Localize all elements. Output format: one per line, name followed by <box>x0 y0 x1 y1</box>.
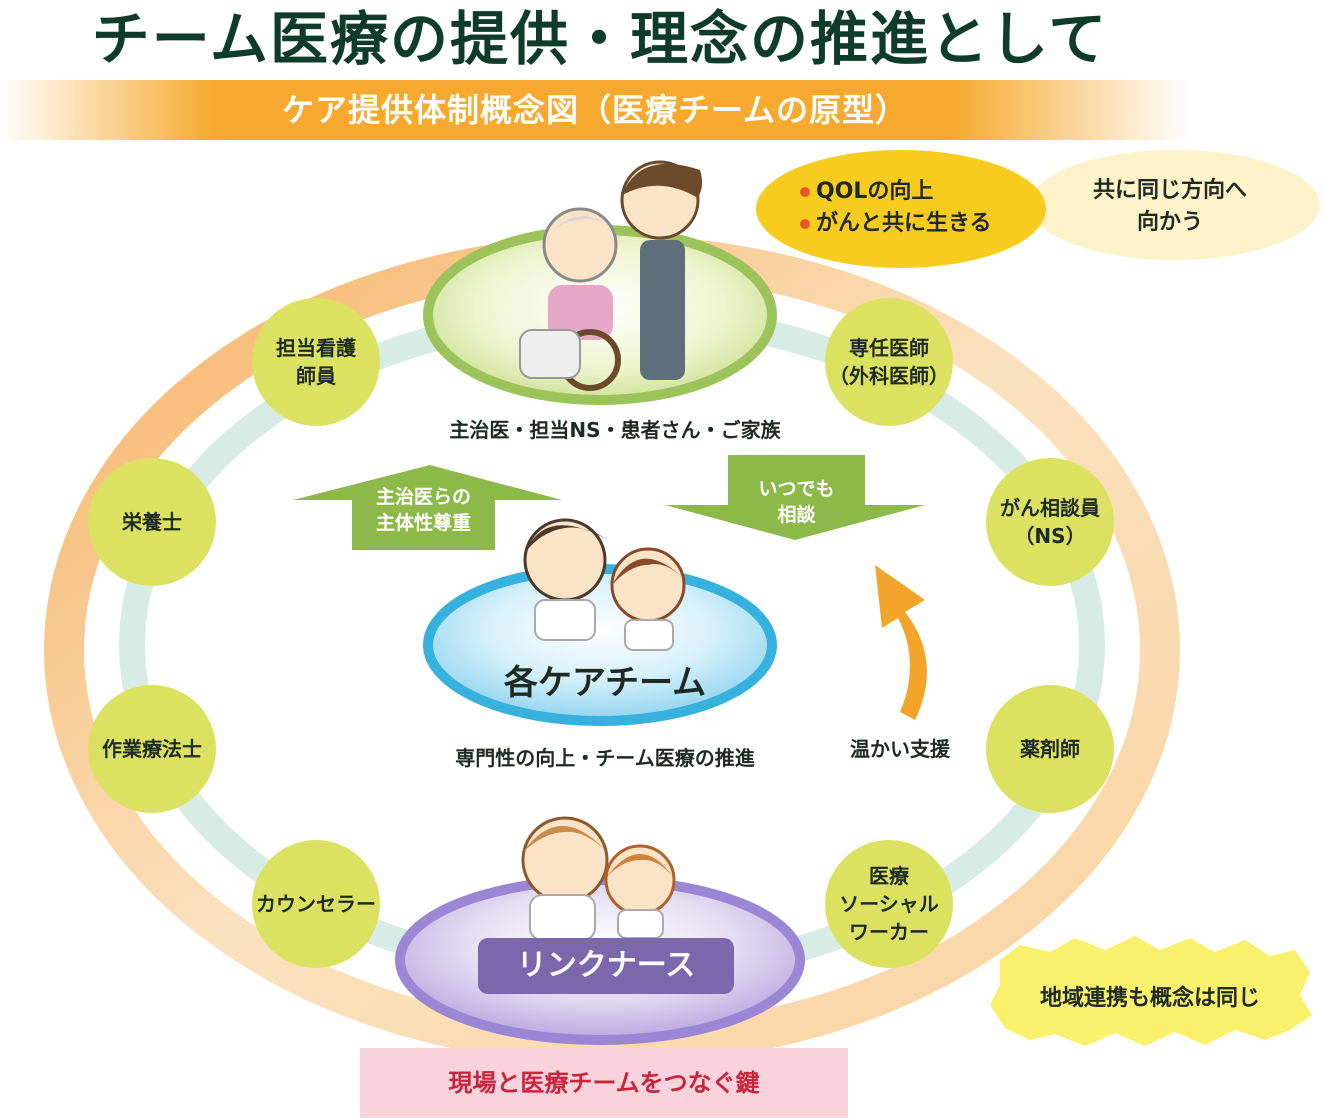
warm-support-arrow <box>875 565 927 720</box>
warm-support-label: 温かい支援 <box>850 737 950 761</box>
region-burst <box>990 936 1312 1046</box>
region-text: 地域連携も概念は同じ <box>1039 986 1260 1011</box>
goal-item: がんと共に生きる <box>800 208 992 240</box>
consult-arrow <box>665 455 925 540</box>
link-nurse-badge <box>478 938 734 994</box>
care-team-label: 各ケアチーム <box>503 663 707 703</box>
subtitle: ケア提供体制概念図（医療チームの原型） <box>281 91 909 129</box>
top-group-caption: 主治医・担当NS・患者さん・ご家族 <box>449 418 781 442</box>
goal-item: QOLの向上 <box>800 176 992 208</box>
node-pharmacist: 薬剤師 <box>986 685 1114 813</box>
node-occupational-therapist: 作業療法士 <box>88 685 216 813</box>
respect-arrow-label: 主治医らの 主体性尊重 <box>375 486 471 534</box>
node-cancer-consultant: がん相談員 （NS） <box>986 458 1114 586</box>
node-nurse: 担当看護 師員 <box>252 298 380 426</box>
node-medical-social-worker: 医療 ソーシャル ワーカー <box>825 840 953 968</box>
node-nutritionist: 栄養士 <box>88 458 216 586</box>
page-title: チーム医療の提供・理念の推進として <box>91 5 1109 73</box>
link-nurse-label: リンクナース <box>516 948 696 983</box>
respect-arrow <box>293 465 562 550</box>
care-team-illustration <box>523 518 686 651</box>
node-surgeon: 専任医師 （外科医師） <box>825 298 953 426</box>
link-key-text: 現場と医療チームをつなぐ鍵 <box>448 1069 760 1097</box>
bullet-icon <box>800 219 810 229</box>
goal-list: QOLの向上 がんと共に生きる <box>800 176 992 240</box>
link-nurse-illustration <box>521 816 676 941</box>
care-team-caption: 専門性の向上・チーム医療の推進 <box>455 746 755 770</box>
together-bubble <box>1030 150 1320 260</box>
consult-arrow-label: いつでも 相談 <box>758 478 835 526</box>
together-text: 共に同じ方向へ 向かう <box>1092 178 1247 235</box>
goal-bubble <box>756 150 1046 268</box>
node-counselor: カウンセラー <box>252 840 380 968</box>
patient-illustration <box>519 160 703 391</box>
link-key-band <box>360 1048 848 1118</box>
bullet-icon <box>800 187 810 197</box>
subtitle-band <box>0 80 1190 140</box>
